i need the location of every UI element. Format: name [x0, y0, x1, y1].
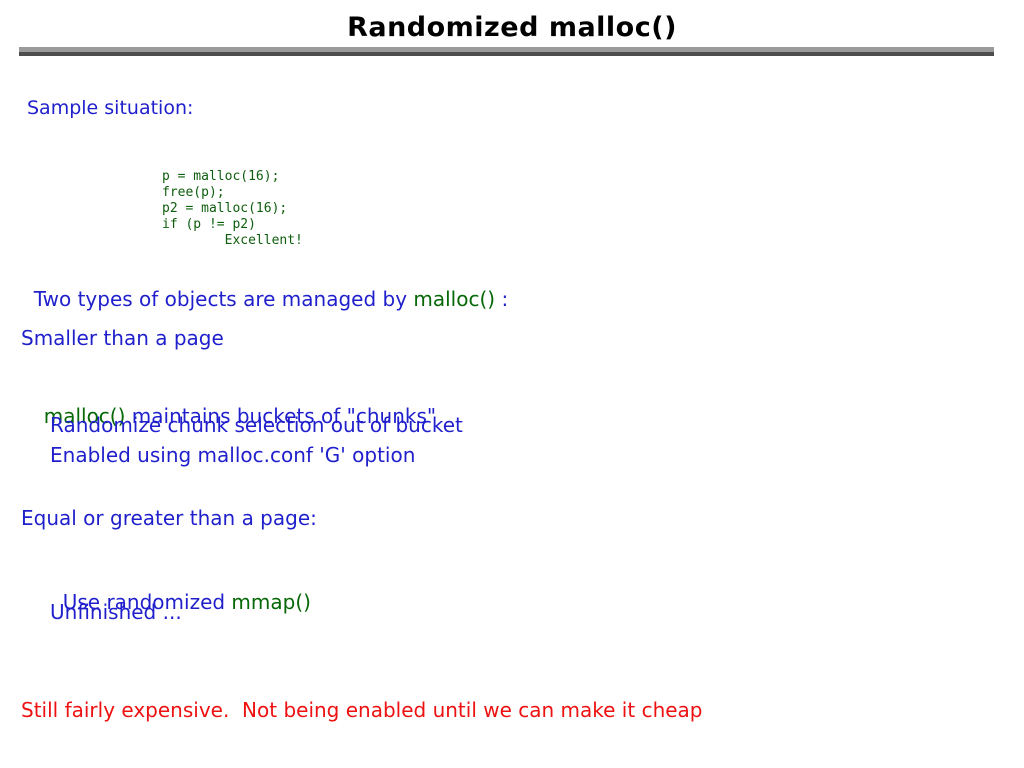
title-divider: [19, 47, 994, 56]
enabled-option-bullet: Enabled using malloc.conf 'G' option: [50, 443, 416, 467]
smaller-than-page-heading: Smaller than a page: [21, 326, 224, 350]
two-types-suffix-text: :: [495, 287, 509, 311]
two-types-prefix-text: Two types of objects are managed by: [33, 287, 414, 311]
use-randomized-prefix-text: Use randomized: [62, 590, 232, 614]
code-block: p = malloc(16); free(p); p2 = malloc(16)…: [162, 169, 303, 248]
unfinished-bullet: Unfinished ...: [50, 600, 182, 624]
randomize-chunk-bullet: Randomize chunk selection out of bucket: [50, 413, 463, 437]
title-divider-dark-band: [19, 52, 994, 56]
malloc-buckets-text: maintains buckets of "chunks": [125, 404, 437, 428]
two-types-line: Two types of objects are managed by mall…: [21, 269, 508, 309]
use-randomized-mmap-bullet: Use randomized mmap(): [50, 572, 311, 612]
mmap-code-token: mmap(): [231, 590, 311, 614]
sample-situation-label: Sample situation:: [27, 97, 194, 119]
malloc-buckets-line: malloc() maintains buckets of "chunks": [31, 386, 436, 426]
title-divider-light-band: [19, 47, 994, 52]
page-title: Randomized malloc(): [347, 12, 677, 43]
footer-note: Still fairly expensive. Not being enable…: [21, 698, 703, 722]
equal-or-greater-heading: Equal or greater than a page:: [21, 506, 317, 530]
malloc-code-token: malloc(): [413, 287, 496, 311]
malloc-code-token: malloc(): [43, 404, 126, 428]
